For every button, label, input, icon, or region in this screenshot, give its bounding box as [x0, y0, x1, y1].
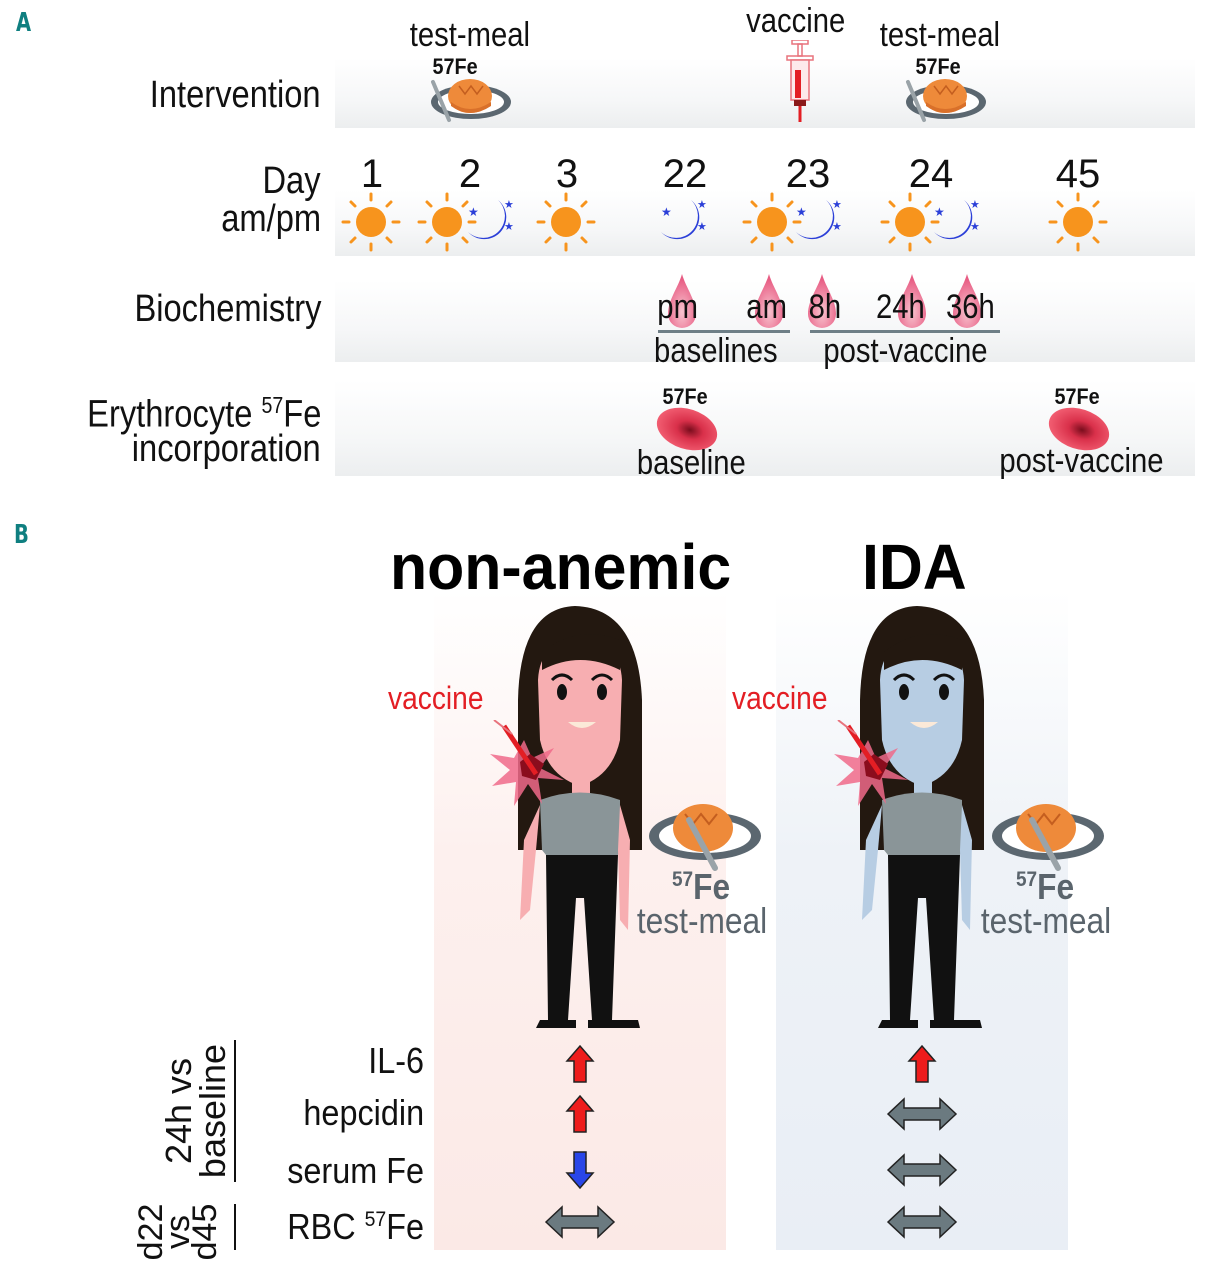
bread-plate-icon — [992, 804, 1104, 871]
day-number: 24 — [908, 152, 954, 196]
ida-woman-figure — [860, 606, 984, 1028]
outcome-label-il6: IL-6 — [368, 1040, 424, 1081]
isotope-superscript: 57 — [1015, 866, 1038, 891]
group-title-non-anemic: non-anemic — [390, 531, 732, 603]
day-number: 2 — [458, 152, 482, 196]
sample-label: 36h — [945, 288, 995, 326]
vaccine-label-non-anemic: vaccine — [388, 680, 484, 716]
fe-text: Fe — [1037, 866, 1075, 907]
meal-isotope-non-anemic: 57Fe — [672, 866, 730, 908]
fe-text: Fe — [282, 393, 321, 436]
day-number: 22 — [662, 152, 708, 196]
red-blood-cell-icon — [1048, 407, 1110, 451]
injection-site-icon — [490, 720, 564, 806]
baselines-bracket — [658, 330, 790, 333]
arrow-down-icon — [565, 1151, 595, 1190]
day-number: 45 — [1055, 152, 1101, 196]
rbc-label-post-vaccine: post-vaccine — [999, 442, 1164, 480]
intervention-label-vaccine: vaccine — [746, 2, 846, 40]
day-number: 3 — [555, 152, 579, 196]
row-label-day: Day — [262, 160, 321, 202]
intervention-isotope-2: 57Fe — [915, 54, 961, 79]
row-label-intervention: Intervention — [150, 74, 321, 116]
intervention-label-testmeal-1: test-meal — [409, 16, 531, 54]
bread-plate-icon — [906, 79, 986, 122]
bread-plate-icon — [649, 804, 761, 871]
panel-a-letter: A — [16, 8, 32, 38]
arrow-both-ways-icon — [544, 1205, 616, 1239]
comparison-24h-bracket — [234, 1040, 236, 1182]
arrow-up-icon — [565, 1094, 595, 1133]
erythrocyte-text: Erythrocyte — [86, 393, 262, 436]
comparison-d22-bracket — [234, 1204, 236, 1250]
fe-text: Fe — [693, 866, 731, 907]
arrow-up-icon — [907, 1044, 937, 1083]
group-label-baselines: baselines — [654, 332, 778, 370]
group-title-ida: IDA — [862, 531, 967, 603]
row-label-biochemistry: Biochemistry — [133, 288, 321, 330]
row-label-incorporation: incorporation — [132, 428, 321, 470]
panel-b-letter: B — [14, 520, 29, 550]
rbc-isotope-baseline: 57Fe — [662, 384, 708, 409]
arrow-both-ways-icon — [886, 1097, 958, 1131]
arrow-up-icon — [565, 1044, 595, 1083]
sample-label: 24h — [875, 288, 925, 326]
outcome-label-hepcidin: hepcidin — [303, 1092, 424, 1133]
rbc-label-baseline: baseline — [636, 444, 746, 482]
arrow-both-ways-icon — [886, 1153, 958, 1187]
sample-label: 8h — [808, 288, 842, 326]
outcome-label-serum-fe: serum Fe — [287, 1150, 424, 1191]
outcome-label-rbc-fe: RBC 57Fe — [287, 1206, 424, 1248]
intervention-isotope-1: 57Fe — [432, 54, 478, 79]
group-label-post-vaccine: post-vaccine — [823, 332, 988, 370]
post-vaccine-bracket — [810, 330, 1000, 333]
day-number: 1 — [360, 152, 384, 196]
intervention-label-testmeal-2: test-meal — [879, 16, 1001, 54]
row-label-erythrocyte: Erythrocyte 57Fe — [87, 384, 321, 436]
row-label-ampm: am/pm — [221, 198, 321, 240]
day-number: 23 — [785, 152, 831, 196]
arrow-both-ways-icon — [886, 1205, 958, 1239]
isotope-superscript: 57 — [364, 1206, 387, 1231]
meal-label-non-anemic: test-meal — [636, 900, 768, 941]
syringe-icon — [786, 40, 814, 122]
meal-label-ida: test-meal — [980, 900, 1112, 941]
rbc-text: RBC — [287, 1206, 365, 1247]
sample-label: pm — [657, 288, 698, 326]
isotope-superscript: 57 — [261, 392, 283, 418]
red-blood-cell-icon — [656, 407, 718, 451]
injection-site-icon — [834, 720, 908, 806]
fe-text: Fe — [386, 1206, 424, 1247]
non-anemic-woman-figure — [518, 606, 642, 1028]
vaccine-label-ida: vaccine — [732, 680, 828, 716]
meal-isotope-ida: 57Fe — [1016, 866, 1074, 908]
sample-label: am — [746, 288, 787, 326]
isotope-superscript: 57 — [671, 866, 694, 891]
rbc-isotope-post-vaccine: 57Fe — [1054, 384, 1100, 409]
bread-plate-icon — [431, 79, 511, 122]
